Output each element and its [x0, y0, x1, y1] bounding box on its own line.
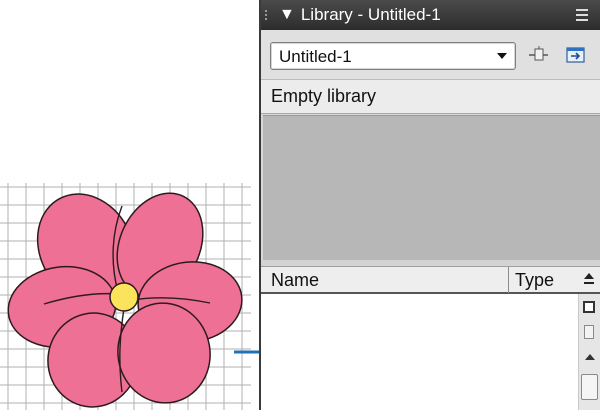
collapse-triangle-icon[interactable]: ▼	[279, 6, 295, 23]
scroll-up-arrow-icon[interactable]	[585, 354, 595, 360]
wide-state-icon[interactable]	[583, 301, 595, 313]
stage-canvas	[0, 183, 251, 410]
column-header-type[interactable]: Type	[515, 270, 555, 290]
list-scrollbar[interactable]	[578, 294, 600, 410]
preview-splitter[interactable]	[261, 260, 600, 266]
document-select[interactable]: Untitled-1	[270, 42, 516, 70]
flower-artwork	[7, 192, 243, 408]
document-select-value: Untitled-1	[279, 47, 352, 66]
column-header-row: Name Type	[261, 266, 600, 294]
column-divider[interactable]	[508, 267, 509, 293]
panel-menu-icon[interactable]	[572, 6, 588, 22]
dropdown-arrow-icon	[497, 53, 507, 59]
new-library-panel-icon[interactable]	[565, 45, 587, 65]
panel-title: Library - Untitled-1	[300, 5, 441, 24]
petal-lower-right	[117, 302, 211, 404]
narrow-state-icon[interactable]	[584, 325, 594, 339]
drag-grip-icon[interactable]	[265, 8, 271, 22]
library-titlebar[interactable]: ▼ Library - Untitled-1	[261, 0, 600, 30]
library-status: Empty library	[261, 80, 600, 114]
library-item-list[interactable]	[261, 294, 600, 410]
sort-order-icon[interactable]	[584, 273, 594, 285]
empty-library-text: Empty library	[271, 86, 377, 106]
flower-center	[109, 282, 139, 312]
library-toolbar: Untitled-1	[261, 30, 600, 80]
item-preview-area	[263, 115, 600, 261]
scrollbar-thumb[interactable]	[581, 374, 598, 400]
column-header-name[interactable]: Name	[271, 270, 320, 290]
pin-library-icon[interactable]	[527, 45, 549, 65]
library-panel: ▼ Library - Untitled-1 Untitled-1 Empty …	[259, 0, 600, 410]
